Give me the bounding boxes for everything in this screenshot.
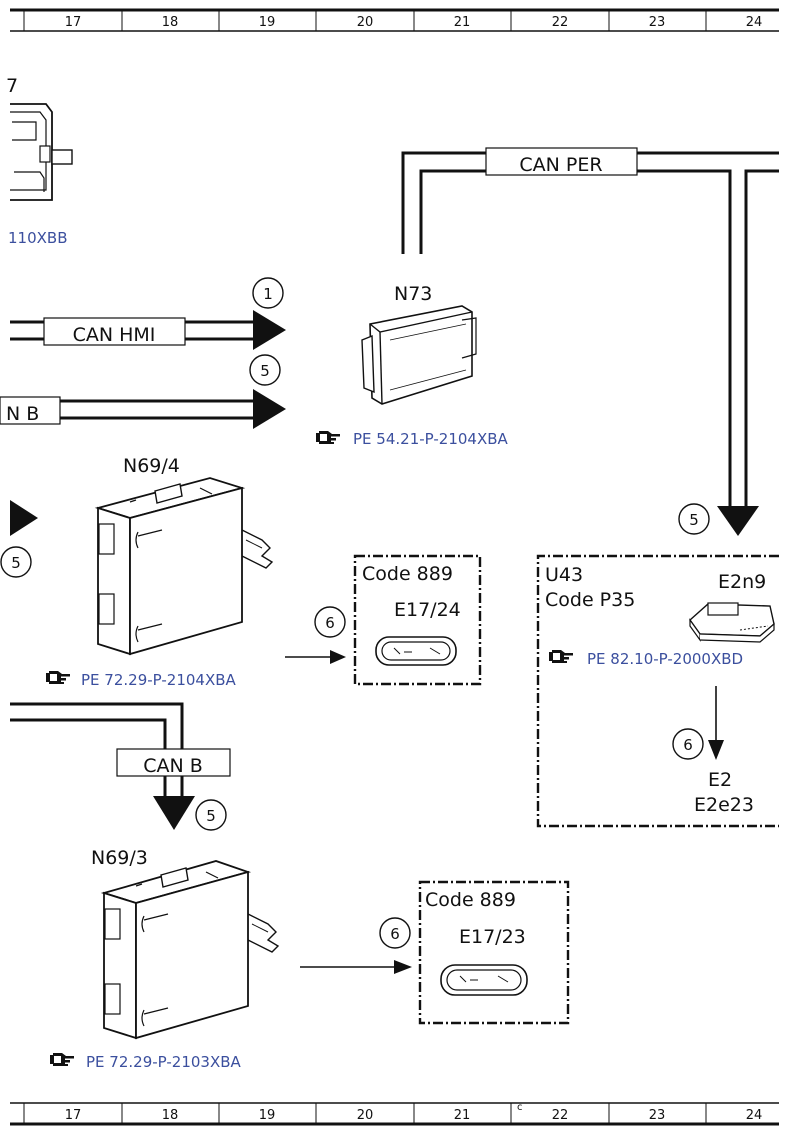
marker-can-b-arrow: 5 [249, 354, 281, 386]
partial-component-name: 7 [6, 75, 18, 97]
n69-3-name: N69/3 [91, 847, 148, 869]
can-per-label: CAN PER [519, 154, 602, 176]
n73-name: N73 [394, 283, 432, 305]
marker-e2-number: 6 [683, 736, 693, 754]
ruler-col-24: 24 [746, 1108, 763, 1123]
marker-can-per: 5 [678, 503, 710, 535]
marker-can-per-number: 5 [689, 511, 699, 529]
can-b-label: CAN B [143, 755, 203, 777]
can-per-bus: CAN PER [401, 147, 779, 536]
u43-ref[interactable]: PE 82.10-P-2000XBD [587, 650, 743, 668]
n69-4-name: N69/4 [123, 455, 180, 477]
can-hmi-bus: CAN HMI [10, 310, 286, 350]
u43-part-name: E2n9 [718, 571, 766, 593]
ruler-col-22: 22 [552, 15, 569, 30]
marker-e17-23-number: 6 [390, 925, 400, 943]
can-hmi-arrow [253, 310, 286, 350]
ruler-col-20: 20 [357, 15, 374, 30]
marker-can-b-arrow-number: 5 [260, 362, 270, 380]
ruler-col-24: 24 [746, 15, 763, 30]
ruler-col-17: 17 [65, 15, 82, 30]
marker-left-arrow-number: 5 [11, 554, 21, 572]
ruler-col-23: 23 [649, 15, 666, 30]
u43-name: U43 [545, 564, 583, 586]
ruler-col-23: 23 [649, 1108, 666, 1123]
e17-24-box: Code 889 E17/24 6 [285, 554, 482, 686]
can-b-arrow [253, 389, 286, 429]
ruler-col-17: 17 [65, 1108, 82, 1123]
n73-ref[interactable]: PE 54.21-P-2104XBA [353, 430, 509, 448]
e17-23-code: Code 889 [425, 889, 516, 911]
top-ruler: 17 18 19 20 21 22 23 24 [10, 8, 779, 32]
can-hmi-label: CAN HMI [73, 324, 156, 346]
n69-4-ref[interactable]: PE 72.29-P-2104XBA [81, 671, 237, 689]
marker-e17-24-number: 6 [325, 614, 335, 632]
hand-pointer-icon [46, 671, 70, 684]
ruler-col-18: 18 [162, 1108, 179, 1123]
ruler-col-20: 20 [357, 1108, 374, 1123]
ruler-col-19: 19 [259, 15, 276, 30]
can-per-arrow [717, 506, 759, 536]
e17-23-name: E17/23 [459, 926, 526, 948]
n69-3-module: N69/3 PE 72.29-P-2103XBA [50, 847, 280, 1071]
e17-24-arrow [330, 650, 346, 664]
u43-code: Code P35 [545, 589, 635, 611]
can-b-partial-bus: N B [0, 389, 286, 429]
n73-module: N73 PE 54.21-P-2104XBA [316, 283, 509, 448]
can-b-down-arrow [153, 796, 195, 830]
hand-pointer-icon [549, 650, 573, 663]
e17-23-arrow [394, 960, 412, 974]
partial-component-ref[interactable]: 110XBB [8, 229, 68, 247]
left-arrow-head [10, 500, 38, 536]
left-incoming-arrow: 5 [0, 500, 38, 578]
ruler-col-19: 19 [259, 1108, 276, 1123]
ruler-col-22: 22 [552, 1108, 569, 1123]
n69-3-ref[interactable]: PE 72.29-P-2103XBA [86, 1053, 242, 1071]
ruler-col-21: 21 [454, 15, 471, 30]
can-b-partial-label: N B [6, 403, 39, 425]
e17-24-name: E17/24 [394, 599, 461, 621]
bottom-ruler: 17 18 19 20 21 22 23 24 c [10, 1102, 779, 1126]
ruler-mark: c [517, 1102, 523, 1113]
can-b-bus: CAN B 5 [10, 702, 231, 831]
marker-can-b-down-number: 5 [206, 807, 216, 825]
partial-component-top: 7 110XBB [6, 75, 73, 247]
u43-target-e2e23: E2e23 [694, 794, 754, 816]
u43-box: U43 Code P35 E2n9 PE 82.10-P-2000XBD 6 E… [536, 554, 779, 828]
hand-pointer-icon [316, 431, 340, 444]
e2-arrow [708, 740, 724, 760]
marker-can-hmi-number: 1 [263, 285, 273, 303]
n69-4-module: N69/4 PE 72.29-P-2104XBA [46, 455, 274, 689]
ruler-col-21: 21 [454, 1108, 471, 1123]
hand-pointer-icon [50, 1053, 74, 1066]
ruler-col-18: 18 [162, 15, 179, 30]
e17-24-code: Code 889 [362, 563, 453, 585]
e17-23-box: Code 889 E17/23 6 [300, 880, 570, 1025]
u43-target-e2: E2 [708, 769, 732, 791]
marker-can-hmi: 1 [252, 277, 284, 309]
